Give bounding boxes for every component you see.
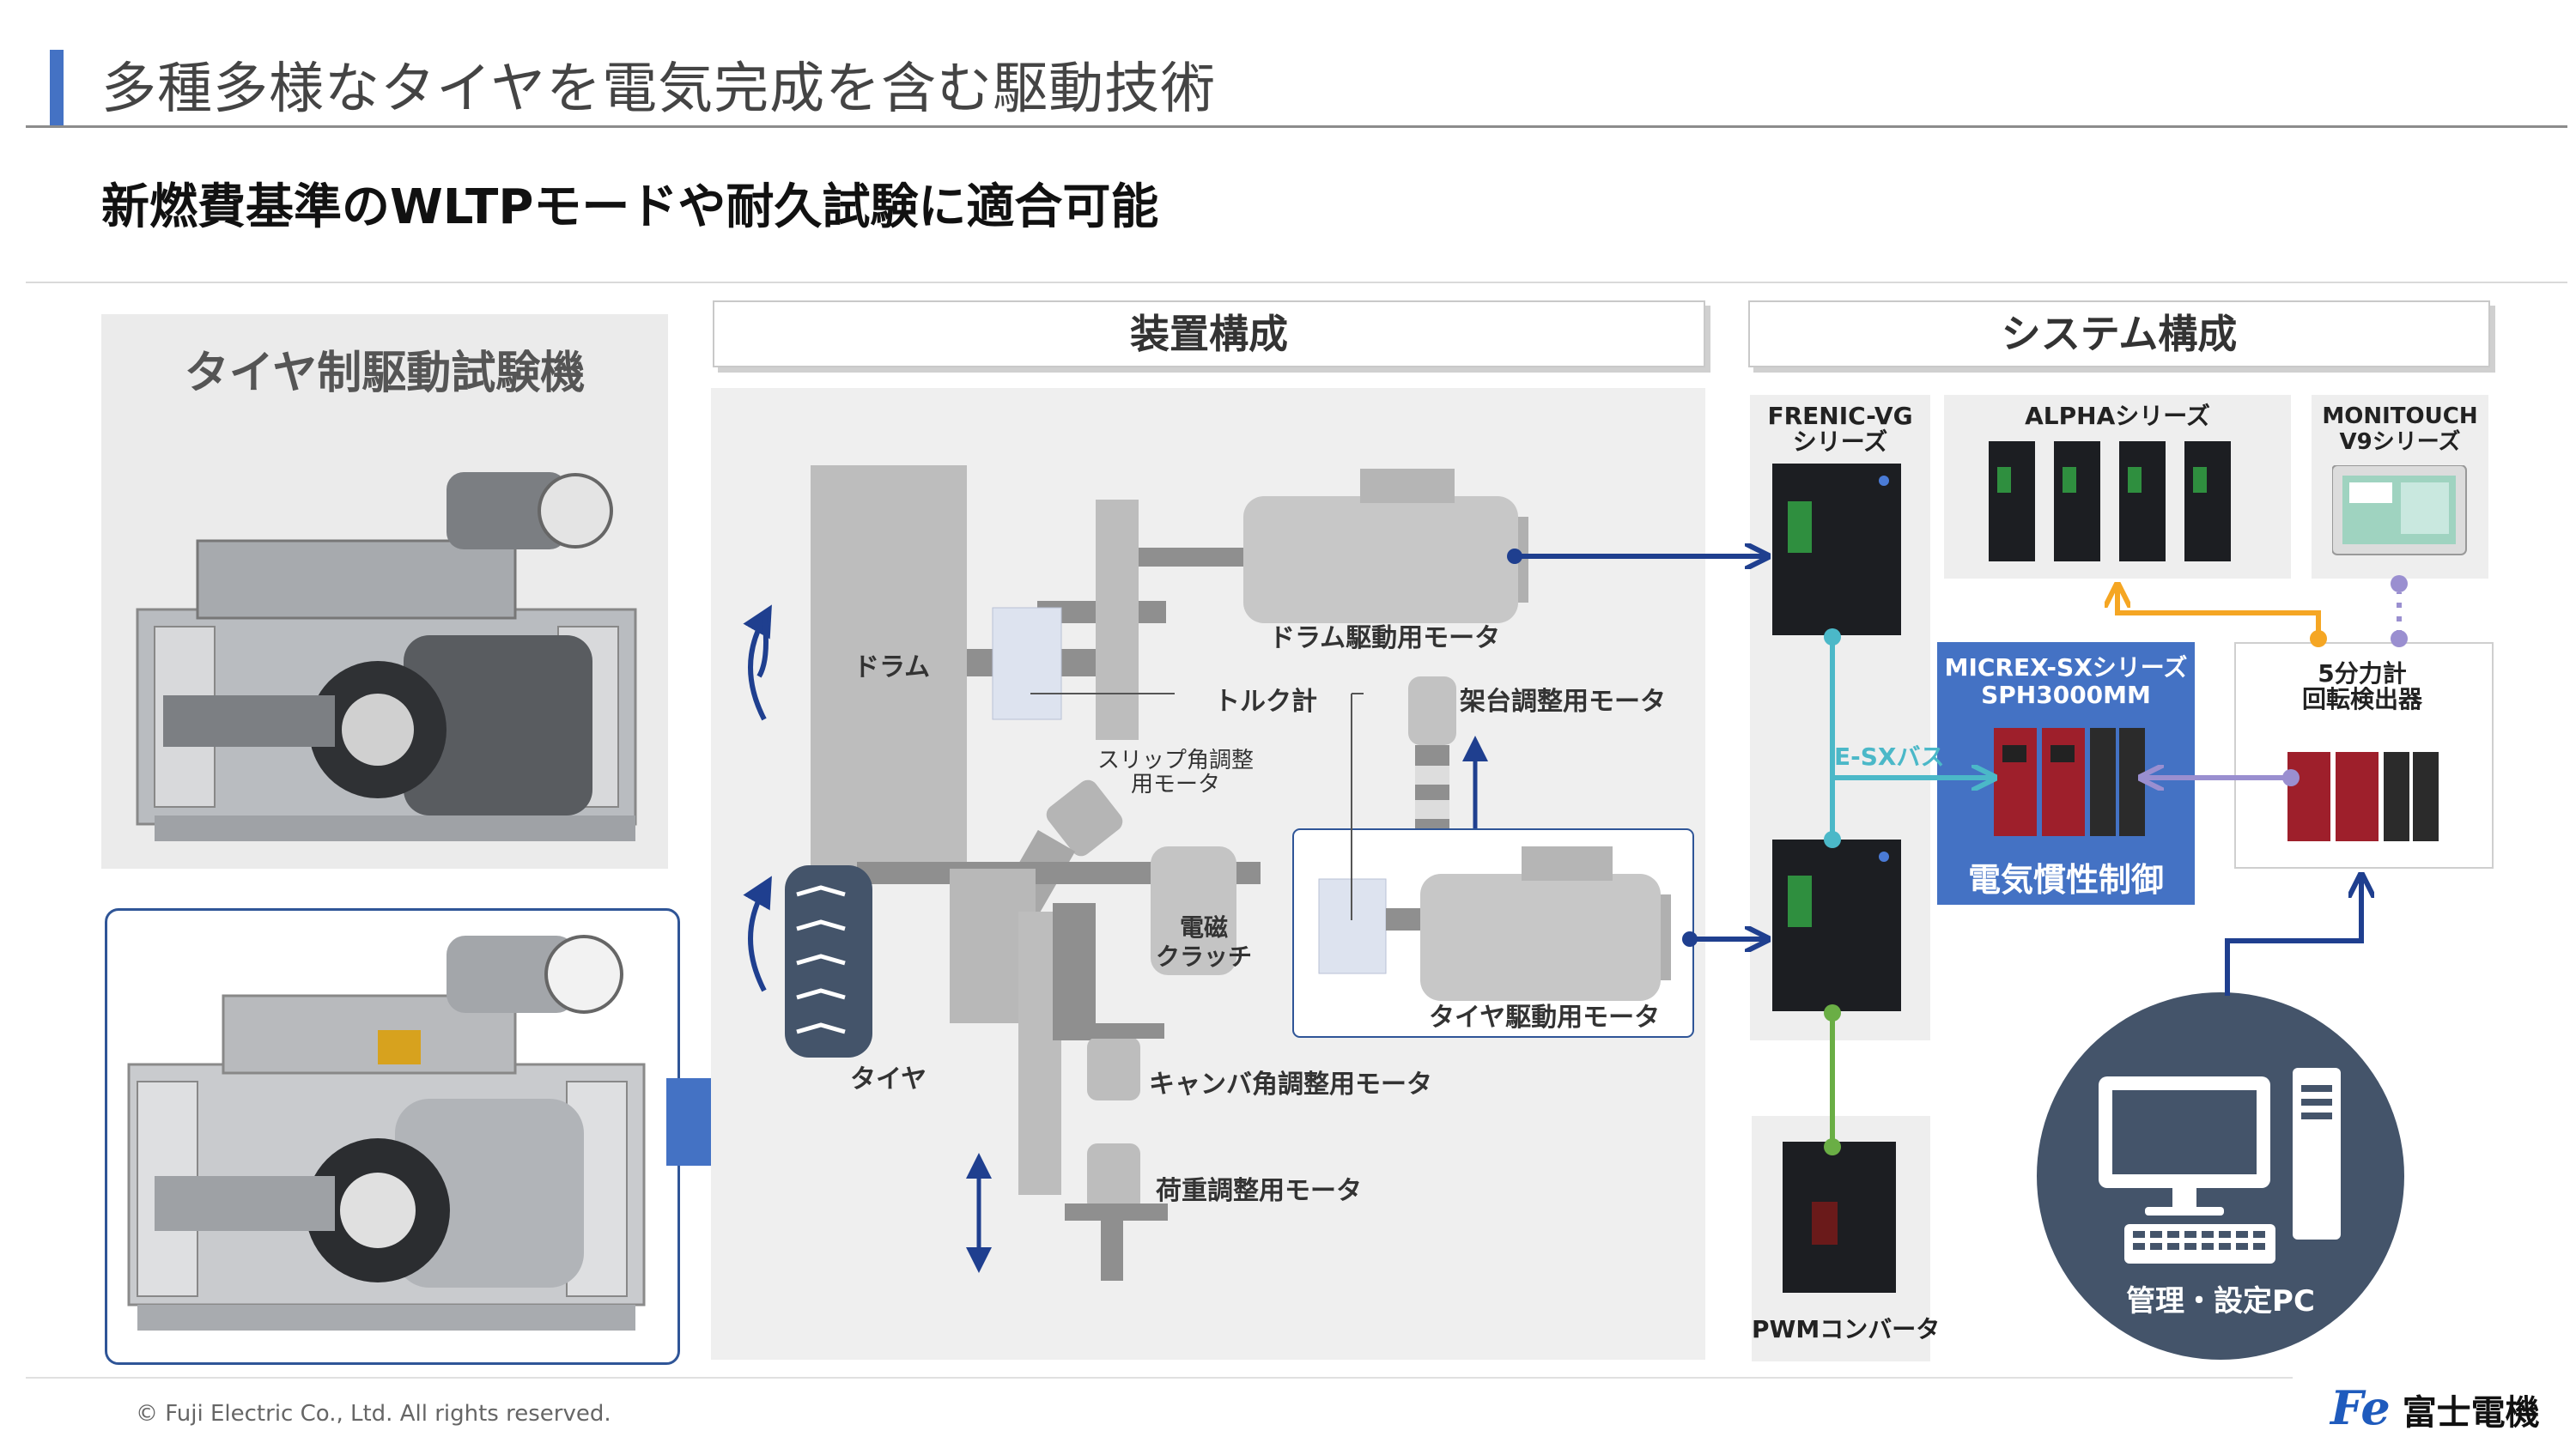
machine-illustration-bottom xyxy=(127,935,646,1331)
drum-label: ドラム xyxy=(854,652,931,682)
detector-label: 5分力計 回転検出器 xyxy=(2301,659,2422,713)
frenic-inverters xyxy=(1772,464,1901,1011)
tire-label: タイヤ xyxy=(850,1064,927,1094)
torque-meter-label: トルク計 xyxy=(1214,687,1317,717)
micrex-label: MICREX-SXシリーズ SPH3000MM xyxy=(1944,653,2188,709)
detector-plc xyxy=(2287,752,2439,841)
apparatus-heading: 装置構成 xyxy=(713,300,1705,367)
tire-motor-label: タイヤ駆動用モータ xyxy=(1429,1003,1661,1033)
clutch-shape xyxy=(1151,846,1236,975)
drum-motor-shape xyxy=(1243,496,1518,623)
monitouch-hmi xyxy=(2332,465,2467,555)
torque-meter-upper xyxy=(992,607,1062,720)
camber-motor-label: キャンバ角調整用モータ xyxy=(1149,1070,1432,1100)
alpha-label: ALPHAシリーズ xyxy=(2025,402,2210,430)
copyright: © Fuji Electric Co., Ltd. All rights res… xyxy=(136,1401,611,1427)
load-motor-label: 荷重調整用モータ xyxy=(1156,1176,1362,1206)
subtitle-divider xyxy=(26,282,2567,283)
footer-divider xyxy=(26,1377,2293,1379)
tire-shape xyxy=(785,865,872,1058)
machine-title: タイヤ制駆動試験機 xyxy=(184,348,586,399)
monitouch-label: MONITOUCH V9シリーズ xyxy=(2322,403,2478,455)
page-subtitle: 新燃費基準のWLTPモードや耐久試験に適合可能 xyxy=(101,179,1159,235)
computer-icon xyxy=(2099,1068,2341,1264)
page-title: 多種多様なタイヤを電気完成を含む駆動技術 xyxy=(101,58,1217,121)
drum-motor-label: ドラム駆動用モータ xyxy=(1269,623,1501,653)
frame-adjust-motor-label: 架台調整用モータ xyxy=(1460,687,1666,717)
alpha-servo-amps xyxy=(1989,441,2231,561)
machine-illustration-top xyxy=(136,472,637,841)
pc-label: 管理・設定PC xyxy=(2126,1284,2315,1319)
slip-angle-motor-label: スリップ角調整 用モータ xyxy=(1097,748,1255,797)
title-divider xyxy=(26,125,2567,128)
electric-inertia-label: 電気慣性制御 xyxy=(1967,861,2164,899)
apparatus-diagram xyxy=(743,465,1694,1281)
drum-shape xyxy=(811,465,967,867)
esx-bus-label: E-SXバス xyxy=(1834,743,1945,771)
system-heading: システム構成 xyxy=(1748,300,2490,367)
fe-logo-icon: Fe xyxy=(2330,1380,2391,1435)
title-accent-bar xyxy=(50,50,64,125)
clutch-label: 電磁 クラッチ xyxy=(1156,913,1253,971)
company-name: 富士電機 xyxy=(2402,1393,2540,1433)
frenic-label: FRENIC-VG シリーズ xyxy=(1767,402,1913,456)
pwm-label: PWMコンバータ xyxy=(1752,1315,1941,1343)
company-logo: Fe 富士電機 xyxy=(2330,1380,2540,1435)
pwm-converter xyxy=(1783,1142,1896,1293)
